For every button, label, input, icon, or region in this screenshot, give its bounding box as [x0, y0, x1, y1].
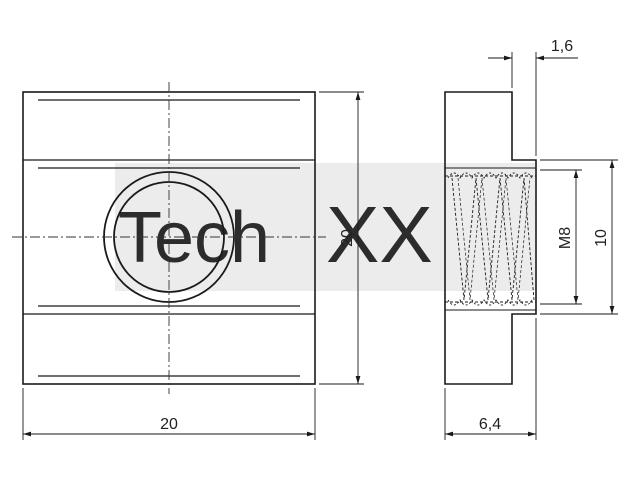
side-view — [444, 91, 537, 385]
thread-crest-bottom — [447, 299, 533, 306]
dim-front-width: 20 — [160, 416, 178, 433]
dim-side-width: 6,4 — [479, 416, 501, 433]
watermark: Tech XX — [115, 163, 535, 291]
dim-body-height: 10 — [593, 229, 610, 247]
watermark-text-right: XX — [326, 190, 433, 279]
thread-crest-top — [447, 172, 533, 179]
front-view — [12, 82, 326, 394]
thread-helix — [451, 177, 535, 301]
side-dimensions — [444, 52, 618, 440]
dim-flange-offset: 1,6 — [551, 38, 573, 55]
front-dimensions — [22, 91, 364, 440]
dim-thread: M8 — [557, 227, 574, 249]
watermark-text-left: Tech — [118, 198, 270, 278]
side-outline — [444, 91, 537, 385]
dim-front-height: 20 — [339, 229, 356, 247]
thread-helix — [457, 177, 531, 301]
